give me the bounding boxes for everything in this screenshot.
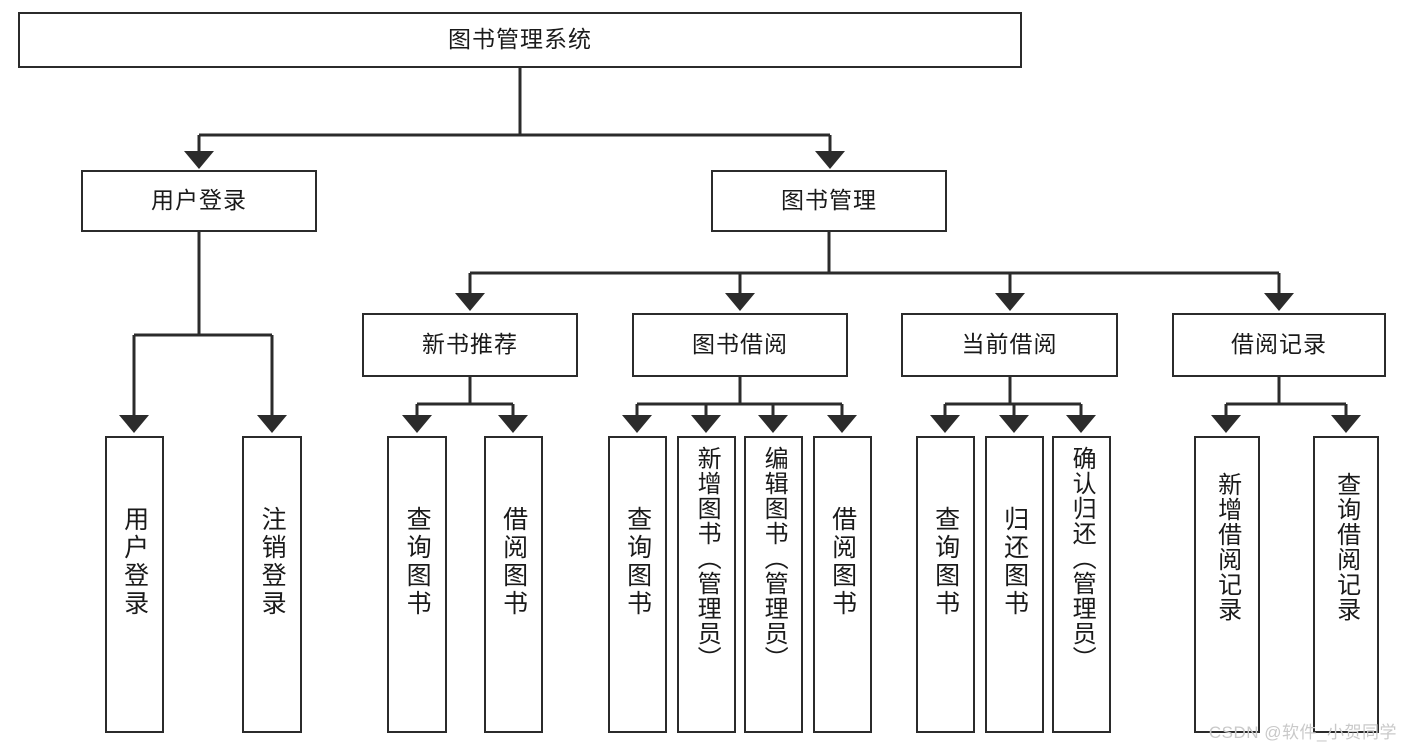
node-label: 借阅图书 (828, 506, 857, 618)
node-user-login[interactable]: 用户登录 (81, 170, 317, 232)
node-label: 查询图书 (931, 506, 960, 618)
node-label: 图书借阅 (692, 331, 788, 358)
node-label: 当前借阅 (961, 331, 1058, 358)
node-label: 注销登录 (258, 506, 287, 618)
node-label: 编辑图书（管理员） (760, 446, 788, 671)
node-label: 新增图书（管理员） (693, 446, 721, 671)
node-label: 新增借阅记录 (1213, 472, 1241, 622)
leaf-edit-book-admin[interactable]: 编辑图书（管理员） (744, 436, 803, 733)
leaf-borrow-book-recommend[interactable]: 借阅图书 (484, 436, 543, 733)
leaf-query-borrow-record[interactable]: 查询借阅记录 (1313, 436, 1379, 733)
leaf-add-book-admin[interactable]: 新增图书（管理员） (677, 436, 736, 733)
node-label: 图书管理系统 (448, 26, 592, 53)
leaf-query-book-recommend[interactable]: 查询图书 (387, 436, 447, 733)
node-label: 确认归还（管理员） (1068, 446, 1096, 671)
node-book-management[interactable]: 图书管理 (711, 170, 947, 232)
node-label: 查询图书 (403, 506, 432, 618)
node-label: 归还图书 (1000, 506, 1029, 618)
node-current-borrow[interactable]: 当前借阅 (901, 313, 1118, 377)
leaf-return-book[interactable]: 归还图书 (985, 436, 1044, 733)
leaf-borrow-book[interactable]: 借阅图书 (813, 436, 872, 733)
leaf-add-borrow-record[interactable]: 新增借阅记录 (1194, 436, 1260, 733)
node-label: 图书管理 (781, 187, 877, 214)
node-label: 查询借阅记录 (1332, 472, 1360, 622)
leaf-user-login[interactable]: 用户登录 (105, 436, 164, 733)
node-new-book-recommend[interactable]: 新书推荐 (362, 313, 578, 377)
node-label: 用户登录 (120, 506, 149, 618)
node-root-system[interactable]: 图书管理系统 (18, 12, 1022, 68)
node-label: 借阅记录 (1231, 331, 1327, 358)
csdn-watermark: CSDN @软件_小贺同学 (1208, 723, 1397, 742)
leaf-query-book-borrow[interactable]: 查询图书 (608, 436, 667, 733)
node-book-borrow[interactable]: 图书借阅 (632, 313, 848, 377)
leaf-query-book-current[interactable]: 查询图书 (916, 436, 975, 733)
leaf-confirm-return-admin[interactable]: 确认归还（管理员） (1052, 436, 1111, 733)
node-label: 用户登录 (151, 187, 247, 214)
node-borrow-record[interactable]: 借阅记录 (1172, 313, 1386, 377)
node-label: 借阅图书 (499, 506, 528, 618)
node-label: 查询图书 (623, 506, 652, 618)
leaf-logout[interactable]: 注销登录 (242, 436, 302, 733)
node-label: 新书推荐 (422, 331, 518, 358)
